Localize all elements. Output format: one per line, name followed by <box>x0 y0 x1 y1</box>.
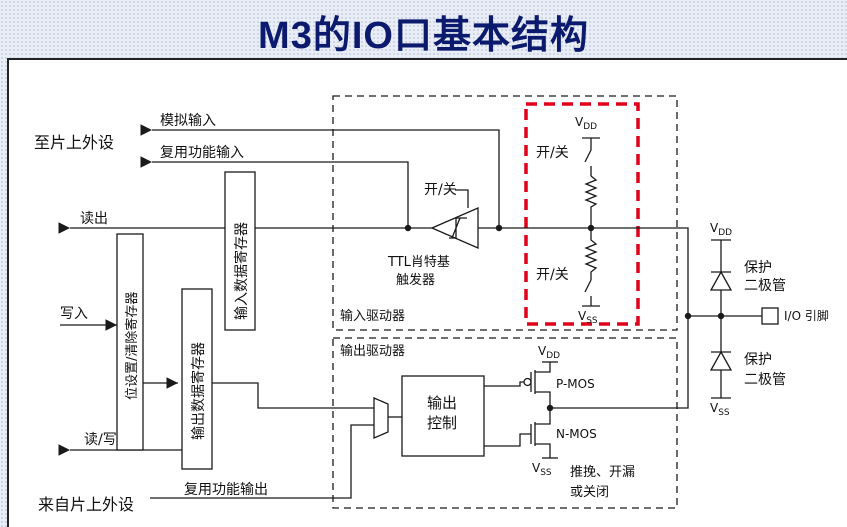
pmos-label: P-MOS <box>556 377 595 391</box>
junction-dot <box>587 224 595 232</box>
lower-protection-diode <box>709 350 733 371</box>
vss-mid-label: VSS <box>578 309 598 326</box>
input-data-register-label: 输入数据寄存器 <box>233 222 250 320</box>
vdd-diode-label: VDD <box>710 221 732 238</box>
input-driver-label: 输入驱动器 <box>340 308 405 324</box>
output-control-block <box>401 375 485 457</box>
junction-dot <box>684 312 692 320</box>
af-output-wire <box>150 424 374 499</box>
analog-input-label: 模拟输入 <box>160 113 216 129</box>
output-data-register-label: 输出数据寄存器 <box>190 342 207 440</box>
page-title: M3的IO口基本结构 <box>258 15 589 57</box>
nmos-terminals <box>535 408 551 458</box>
control-to-nmos-wire <box>484 433 531 447</box>
vss-nmos-label: VSS <box>532 461 552 478</box>
to-peripheral-label: 至片上外设 <box>34 133 114 152</box>
vss-diode-label: VSS <box>710 401 730 418</box>
bit-set-reset-register <box>116 233 144 451</box>
schmitt-enable-line <box>455 189 469 208</box>
pmos-gate-bubble <box>523 377 532 387</box>
output-mux <box>373 397 389 439</box>
vdd-pmos-label: VDD <box>538 344 560 361</box>
output-data-register <box>181 288 213 470</box>
junction-dot <box>495 224 503 232</box>
upper-protection-diode <box>709 270 733 291</box>
schmitt-label-line1: TTL肖特基 <box>387 255 450 270</box>
junction-dot <box>717 312 725 320</box>
read-write-label: 读/写 <box>84 431 117 448</box>
schmitt-label-line2: 触发器 <box>396 272 435 288</box>
schmitt-trigger <box>430 207 479 249</box>
write-in-label: 写入 <box>60 306 88 322</box>
protect-bottom-label-1: 保护 <box>744 352 772 368</box>
schmitt-switch-label: 开/关 <box>424 182 457 198</box>
odr-to-mux-wire <box>212 382 374 409</box>
vdd-top-label: VDD <box>575 115 597 132</box>
protect-top-label-2: 二极管 <box>744 278 786 294</box>
output-control-label-1: 输出 <box>427 394 457 412</box>
protect-bottom-label-2: 二极管 <box>744 372 786 388</box>
pin-trunk-wire <box>478 227 762 317</box>
io-pin-label: I/O 引脚 <box>784 308 829 323</box>
af-input-wire <box>140 156 409 228</box>
input-data-register <box>224 171 256 331</box>
pull-resistor-highlight <box>524 102 640 326</box>
control-to-pmos-wire <box>484 381 524 387</box>
bit-set-reset-register-label: 位设置/清除寄存器 <box>124 292 140 400</box>
output-driver-label: 输出驱动器 <box>340 343 405 359</box>
pullup-resistor <box>584 175 598 228</box>
junction-dot <box>404 224 412 232</box>
output-node-wire <box>550 316 689 409</box>
pulldown-switch-label: 开/关 <box>536 267 569 283</box>
mode-label-line2: 或关闭 <box>570 485 609 500</box>
pullup-switch <box>584 138 592 176</box>
schmitt-hysteresis-icon <box>449 217 467 239</box>
output-driver-box <box>332 337 678 509</box>
protect-top-label-1: 保护 <box>744 260 772 276</box>
mode-label-line1: 推挽、开漏 <box>570 464 635 480</box>
output-control-label-2: 控制 <box>427 414 457 432</box>
junction-dot <box>546 404 554 412</box>
nmos-label: N-MOS <box>556 427 597 441</box>
pullup-switch-label: 开/关 <box>536 145 569 161</box>
io-pin <box>761 307 779 325</box>
analog-input-wire <box>140 124 500 228</box>
pulldown-switch <box>584 279 592 306</box>
from-peripheral-label: 来自片上外设 <box>38 495 134 514</box>
af-input-label: 复用功能输入 <box>160 144 244 161</box>
input-driver-box <box>332 95 678 331</box>
pulldown-resistor <box>584 228 598 280</box>
af-output-label: 复用功能输出 <box>184 481 268 498</box>
read-out-label: 读出 <box>80 210 108 227</box>
pmos-terminals <box>535 362 551 408</box>
